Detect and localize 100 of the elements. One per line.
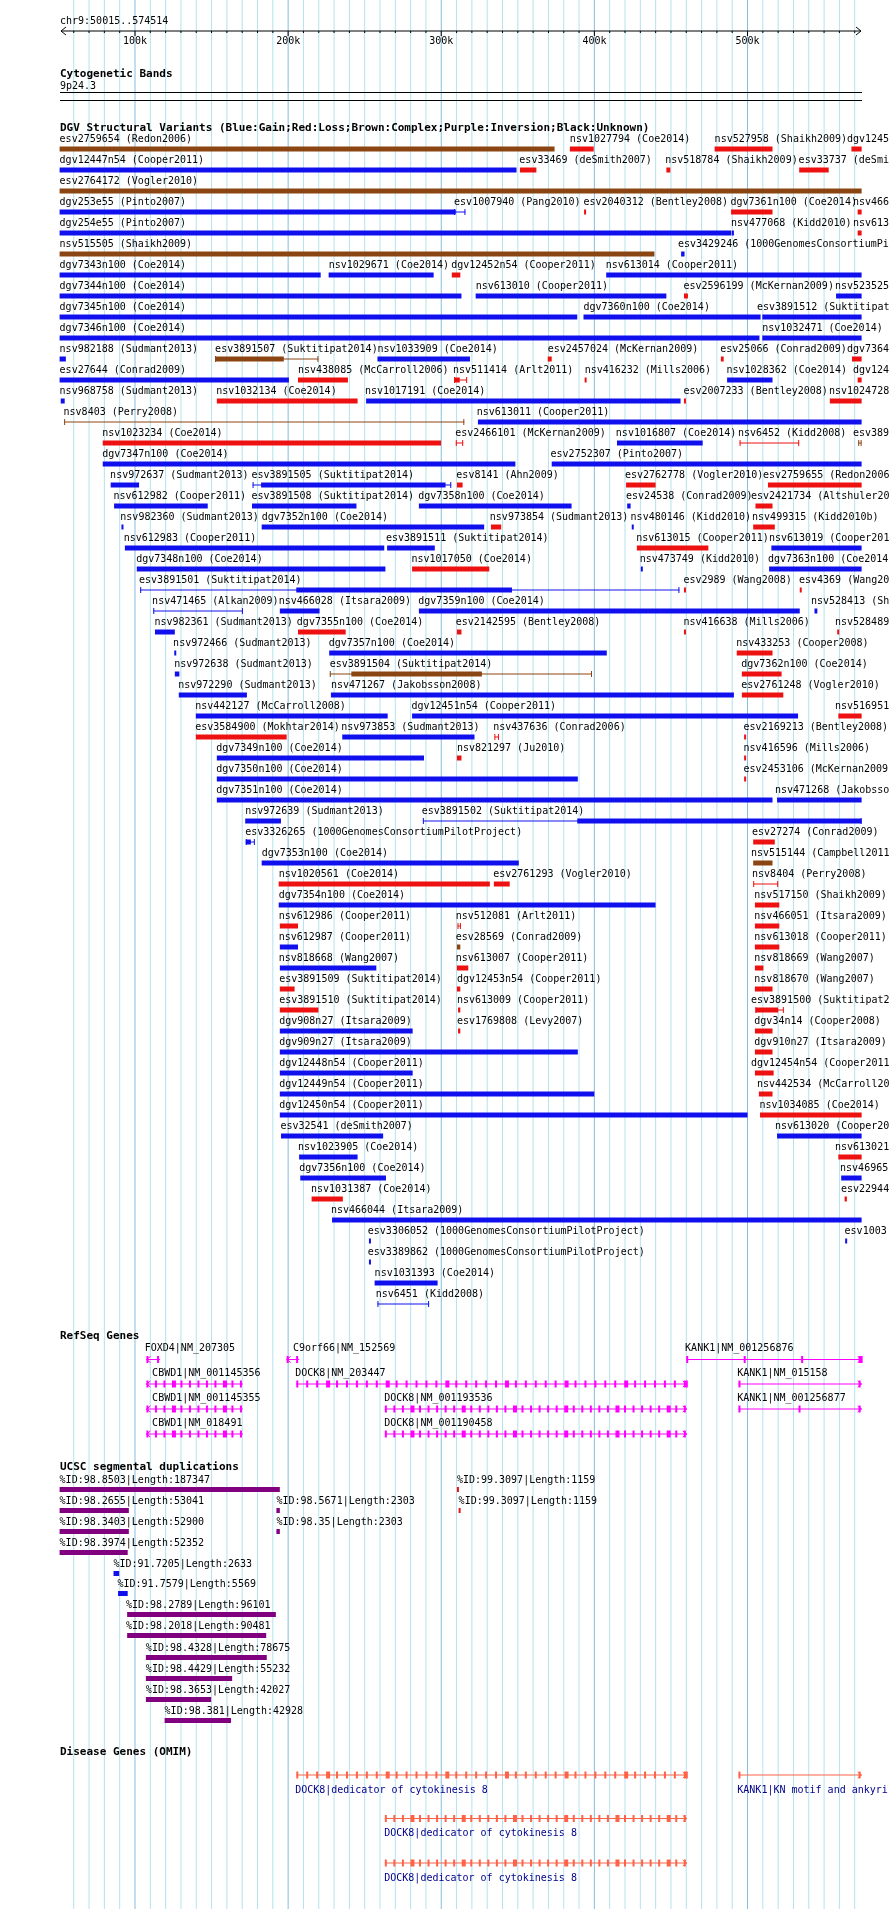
- variant-label: dgv7348n100 (Coe2014): [136, 553, 263, 565]
- variant-label: esv3891501 (Suktitipat2014): [139, 574, 302, 586]
- variant-label: nsv442127 (McCarroll2008): [195, 700, 346, 712]
- duplication-label: %ID:98.2018|Length:90481: [126, 1620, 271, 1632]
- variant-label: nsv527958 (Shaikh2009): [714, 133, 848, 145]
- variant-label: esv3429246 (1000GenomesConsortiumPi: [678, 238, 889, 250]
- variant-label: nsv1023234 (Coe2014): [102, 427, 223, 439]
- variant-label: nsv8403 (Perry2008): [63, 406, 178, 418]
- variant-label: dgv7362n100 (Coe2014): [741, 658, 868, 670]
- variant-label: nsv613018 (Cooper2011): [754, 931, 887, 943]
- variant-label: esv2759655 (Redon2006: [763, 469, 890, 481]
- variant-label: dgv7351n100 (Coe2014): [216, 784, 343, 796]
- variant-label: nsv612986 (Cooper2011): [278, 910, 412, 922]
- variant-label: nsv517150 (Shaikh2009): [754, 889, 887, 901]
- variant-label: nsv499315 (Kidd2010b): [752, 511, 879, 523]
- variant-label: esv2764172 (Vogler2010): [59, 175, 199, 187]
- variant-label: dgv7352n100 (Coe2014): [261, 511, 389, 523]
- variant-label: nsv8404 (Perry2008): [752, 868, 867, 880]
- variant-label: nsv613007 (Cooper2011): [455, 952, 589, 964]
- gene-label: CBWD1|NM_001145356: [152, 1366, 261, 1379]
- track-heading: Cytogenetic Bands: [60, 68, 173, 80]
- duplication-label: %ID:98.8503|Length:187347: [59, 1474, 211, 1486]
- variant-label: nsv523525: [834, 280, 890, 292]
- variant-label: esv2007233 (Bentley2008): [683, 385, 828, 397]
- tick-label: 200k: [276, 35, 301, 47]
- variant-label: esv33737 (deSmi: [798, 154, 889, 166]
- variant-label: esv1769808 (Levy2007): [456, 1015, 584, 1027]
- variant-label: esv2759654 (Redon2006): [59, 133, 193, 145]
- disease-gene-label: DOCK8|dedicator of cytokinesis 8: [295, 1784, 488, 1796]
- variant-label: nsv416232 (Mills2006): [584, 364, 712, 376]
- variant-label: dgv910n27 (Itsara2009): [754, 1036, 887, 1048]
- variant-label: esv2457024 (McKernan2009): [547, 343, 699, 355]
- variant-label: nsv973854 (Sudmant2013): [489, 511, 629, 523]
- variant-label: nsv528489: [835, 616, 890, 628]
- variant-label: nsv972637 (Sudmant2013): [110, 469, 249, 481]
- variant-label: dgv7357n100 (Coe2014): [328, 637, 456, 649]
- variant-label: dgv253e55 (Pinto2007): [59, 196, 187, 208]
- variant-label: nsv466028 (Itsara2009): [278, 595, 412, 607]
- variant-label: nsv515505 (Shaikh2009): [59, 238, 193, 250]
- variant-label: nsv438085 (McCarroll2006): [298, 364, 449, 376]
- variant-label: esv8141 (Ahn2009): [456, 469, 559, 481]
- track-heading: RefSeq Genes: [60, 1330, 140, 1342]
- variant-label: nsv1020561 (Coe2014): [278, 868, 400, 880]
- duplication-label: %ID:99.3097|Length:1159: [458, 1495, 598, 1507]
- variant-label: nsv6451 (Kidd2008): [375, 1288, 485, 1300]
- gene-label: DOCK8|NM_203447: [295, 1366, 386, 1379]
- variant-label: nsv1034085 (Coe2014): [759, 1099, 880, 1111]
- duplication-label: %ID:91.7205|Length:2633: [113, 1558, 252, 1570]
- duplication-label: %ID:98.3974|Length:52352: [59, 1537, 205, 1549]
- variant-label: esv3891507 (Suktitipat2014): [215, 343, 378, 355]
- variant-label: nsv982188 (Sudmant2013): [59, 343, 199, 355]
- variant-label: nsv466: [853, 196, 890, 208]
- variant-label: esv2761248 (Vogler2010): [741, 679, 880, 691]
- duplication-label: %ID:98.4328|Length:78675: [145, 1642, 291, 1654]
- gene-label: KANK1|NM_015158: [737, 1366, 828, 1379]
- variant-label: nsv480146 (Kidd2010): [630, 511, 751, 523]
- variant-label: nsv437636 (Conrad2006): [493, 721, 626, 733]
- gene-label: C9orf66|NM_152569: [292, 1342, 396, 1354]
- variant-label: dgv254e55 (Pinto2007): [59, 217, 187, 229]
- duplication-label: %ID:98.35|Length:2303: [276, 1516, 403, 1528]
- variant-label: esv3891504 (Suktitipat2014): [329, 658, 493, 670]
- variant-label: nsv1023905 (Coe2014): [298, 1141, 419, 1153]
- gene-label: KANK1|NM_001256876: [685, 1342, 794, 1354]
- gene-label: KANK1|NM_001256877: [737, 1391, 846, 1404]
- duplication-label: %ID:99.3097|Length:1159: [456, 1474, 596, 1486]
- variant-label: dgv7360n100 (Coe2014): [583, 301, 710, 313]
- variant-label: nsv972290 (Sudmant2013): [178, 679, 317, 691]
- variant-label: nsv1016807 (Coe2014): [615, 427, 737, 439]
- variant-label: nsv972466 (Sudmant2013): [173, 637, 312, 649]
- gene-label: FOXD4|NM_207305: [144, 1342, 236, 1354]
- variant-label: nsv518784 (Shaikh2009): [665, 154, 798, 166]
- variant-label: nsv512081 (Arlt2011): [455, 910, 577, 922]
- variant-label: esv27274 (Conrad2009): [752, 826, 879, 838]
- variant-label: nsv1028362 (Coe2014): [726, 364, 847, 376]
- variant-label: esv3891502 (Suktitipat2014): [421, 805, 585, 817]
- variant-label: esv4369 (Wang20: [799, 574, 890, 586]
- variant-label: esv2040312 (Bentley2008): [583, 196, 728, 208]
- variant-label: nsv613: [853, 217, 890, 229]
- position-label: chr9:50015..574514: [60, 15, 169, 27]
- band-label: 9p24.3: [60, 80, 97, 92]
- variant-label: nsv473749 (Kidd2010): [639, 553, 761, 565]
- variant-label: nsv818670 (Wang2007): [754, 973, 875, 985]
- variant-label: dgv7356n100 (Coe2014): [299, 1162, 426, 1174]
- variant-label: esv33469 (deSmith2007): [519, 154, 652, 166]
- gene-label: CBWD1|NM_001145355: [152, 1391, 261, 1404]
- variant-label: esv2466101 (McKernan2009): [455, 427, 606, 439]
- variant-label: dgv7353n100 (Coe2014): [261, 847, 389, 859]
- variant-label: esv3891505 (Suktitipat2014): [251, 469, 414, 481]
- variant-label: nsv516951: [835, 700, 890, 712]
- variant-label: dgv7354n100 (Coe2014): [278, 889, 406, 901]
- variant-label: esv1007940 (Pang2010): [454, 196, 581, 208]
- tick-label: 400k: [582, 35, 607, 47]
- variant-label: nsv613011 (Cooper2011): [476, 406, 610, 418]
- variant-label: dgv34n14 (Cooper2008): [754, 1015, 881, 1027]
- variant-label: esv389: [853, 427, 890, 439]
- variant-label: dgv12447n54 (Cooper2011): [59, 154, 205, 166]
- variant-label: esv3891510 (Suktitipat2014): [279, 994, 442, 1006]
- variant-label: nsv1032471 (Coe2014): [762, 322, 883, 334]
- disease-gene-label: KANK1|KN motif and ankyri: [737, 1784, 888, 1796]
- duplication-label: %ID:98.3653|Length:42027: [145, 1684, 291, 1696]
